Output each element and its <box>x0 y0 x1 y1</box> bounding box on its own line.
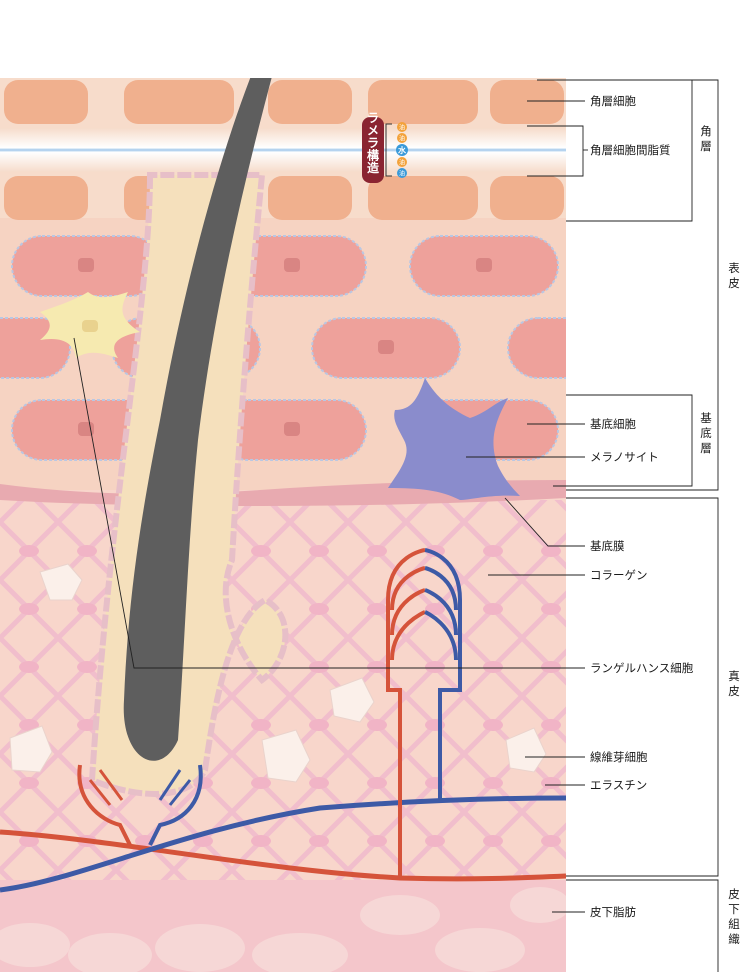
water-text: 水 <box>397 145 407 155</box>
label-fibroblast: 線維芽細胞 <box>590 750 648 764</box>
label-melanocyte: メラノサイト <box>590 450 659 464</box>
stratum-corneum-region <box>0 78 566 220</box>
layer-dermis: 真皮 <box>728 669 740 698</box>
label-elastin: エラスチン <box>590 778 647 792</box>
subcutaneous-fat-region <box>0 880 570 972</box>
collagen-network <box>0 500 566 880</box>
label-basal-cell: 基底細胞 <box>590 417 636 431</box>
layer-subcutis: 皮下組織 <box>728 887 740 946</box>
oil-text: 油 <box>399 170 405 178</box>
layer-stratum-corneum: 角層 <box>700 124 712 153</box>
oil-text: 油 <box>399 135 405 143</box>
label-intercellular-lipid: 角層細胞間脂質 <box>590 143 671 157</box>
label-subcutaneous-fat: 皮下脂肪 <box>590 905 636 919</box>
label-corneocyte: 角層細胞 <box>590 94 636 108</box>
lamellar-title: ラメラ構造 <box>367 111 380 175</box>
label-collagen: コラーゲン <box>590 568 648 582</box>
layer-epidermis: 表皮 <box>728 261 740 290</box>
callout-labels: 角層細胞 角層細胞間脂質 基底細胞 メラノサイト 基底膜 コラーゲン ランゲルハ… <box>590 94 694 919</box>
label-langerhans: ランゲルハンス細胞 <box>590 661 694 675</box>
layer-basal: 基底層 <box>700 411 712 455</box>
layer-labels: 角層 表皮 基底層 真皮 皮下組織 <box>700 124 740 946</box>
oil-text: 油 <box>399 159 405 167</box>
label-basement-membrane: 基底膜 <box>590 539 625 553</box>
oil-text: 油 <box>399 124 405 132</box>
